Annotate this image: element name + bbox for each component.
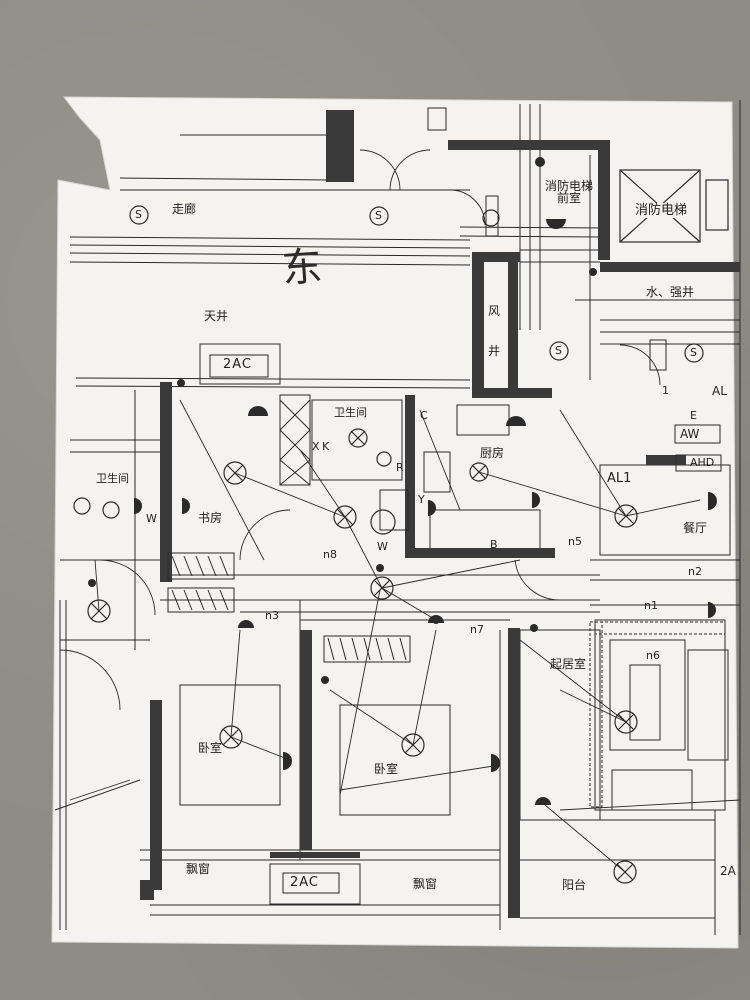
circuit-n7: n7: [470, 623, 484, 636]
bathroom-main-label: 卫生间: [334, 406, 367, 419]
study-label: 书房: [198, 511, 223, 525]
mark-1: 1: [662, 384, 669, 397]
panel-aw-label: AW: [680, 427, 700, 441]
circuit-n8: n8: [323, 548, 337, 561]
kitchen-label: 厨房: [480, 446, 505, 460]
circuit-n2: n2: [688, 565, 702, 578]
balcony-label: 阳台: [562, 878, 587, 892]
mark-2a: 2A: [720, 864, 736, 878]
socket-s-3: S: [555, 344, 562, 357]
mark-y: Y: [418, 493, 425, 506]
water-elec-shaft-label: 水、强井: [646, 285, 695, 299]
bay-window-2-label: 飘窗: [413, 877, 438, 891]
mark-x: X: [312, 440, 320, 453]
air-shaft-label-2: 井: [488, 344, 501, 358]
bathroom-left-label: 卫生间: [96, 472, 129, 485]
light-well-label: 天井: [204, 309, 229, 323]
circuit-n3: n3: [265, 609, 279, 622]
panel-ahd-label: AHD: [690, 456, 715, 469]
panel-al1-label: AL1: [607, 471, 632, 486]
circuit-n6: n6: [646, 649, 660, 662]
fire-elevator-label: 消防电梯: [633, 203, 690, 218]
mark-b: B: [490, 538, 498, 551]
living-room-label: 起居室: [550, 657, 587, 671]
mark-w-2: W: [146, 512, 157, 525]
circuit-n5: n5: [568, 535, 582, 548]
mark-c: C: [420, 409, 428, 422]
bedroom-1-label: 卧室: [198, 741, 223, 755]
ac-unit-bottom-label: 2AC: [290, 875, 320, 890]
mark-w-1: W: [377, 540, 388, 553]
air-shaft-label-1: 风: [488, 304, 501, 318]
handwritten-direction-mark: 东: [280, 243, 324, 293]
circuit-n1: n1: [644, 599, 658, 612]
mark-r: R: [396, 461, 404, 474]
socket-s-4: S: [690, 346, 697, 359]
corridor-label: 走廊: [172, 202, 197, 216]
mark-e: E: [690, 409, 697, 422]
bay-window-1-label: 飘窗: [186, 862, 211, 876]
socket-s-2: S: [375, 209, 382, 222]
fire-elevator-anteroom-label: 消防电梯前室: [545, 179, 594, 205]
bedroom-2-label: 卧室: [374, 762, 399, 776]
socket-s-1: S: [135, 208, 142, 221]
panel-al-label: AL: [712, 384, 727, 398]
dining-label: 餐厅: [683, 521, 708, 535]
mark-k: K: [322, 440, 330, 453]
ac-unit-top-label: 2AC: [223, 357, 253, 372]
